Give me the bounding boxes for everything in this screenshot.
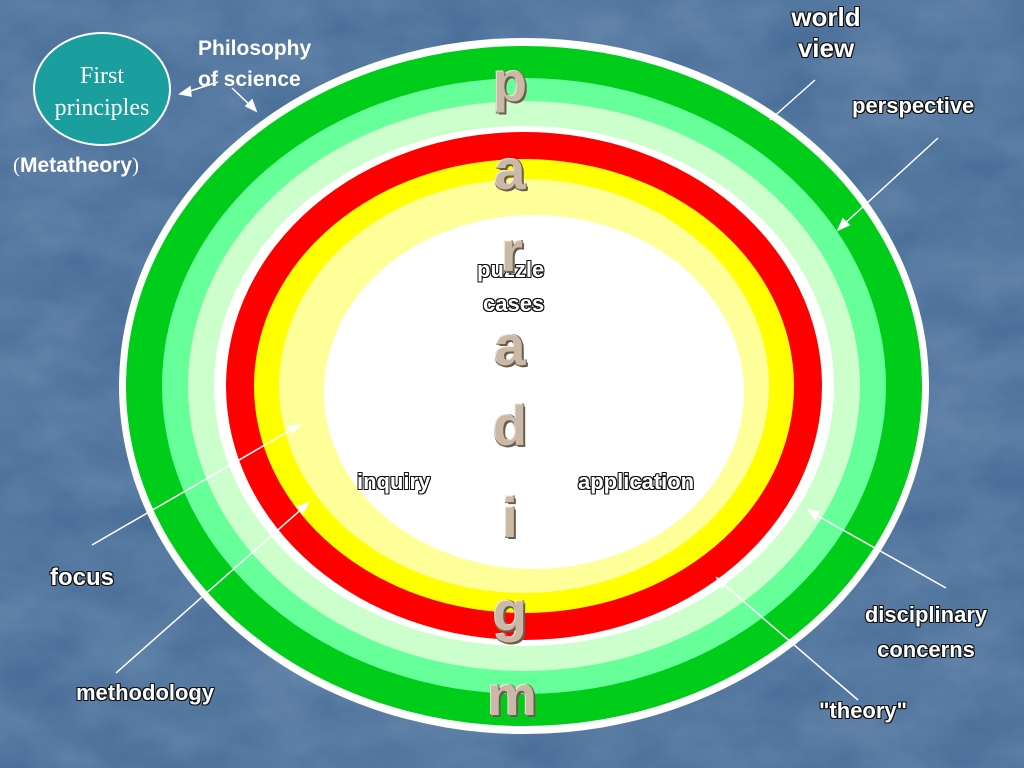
paradigm-letter-i: i [502, 486, 518, 549]
inquiry-label: inquiry [357, 469, 431, 494]
cases-label: cases [483, 291, 545, 316]
metatheory-close-paren: ) [132, 153, 140, 177]
disciplinary-line1: disciplinary [864, 602, 988, 627]
arrow-theory [719, 580, 859, 701]
metatheory-open-paren: ( [13, 153, 20, 177]
paradigm-letter-d: d [492, 394, 528, 457]
line-world-view [769, 79, 816, 121]
disciplinary-concerns-label: disciplinary concerns [856, 597, 996, 667]
focus-label: focus [50, 564, 115, 591]
arrowhead-theory [715, 576, 729, 590]
paradigm-letter-p: p [492, 50, 528, 113]
paradigm-letter-g: g [492, 580, 528, 643]
connector-lines [91, 79, 947, 701]
world-view-line1: world [791, 2, 861, 32]
philosophy-line2: of science [198, 68, 301, 91]
first-principles-line1: First [79, 63, 124, 89]
arrow-methodology [115, 505, 306, 674]
first-principles-line2: principles [54, 95, 150, 121]
arrowhead-methodology [295, 501, 310, 515]
application-label: application [578, 469, 695, 494]
world-view-line2: view [797, 33, 855, 63]
inner-area [324, 215, 744, 569]
methodology-label: methodology [76, 680, 215, 705]
paradigm-letter-m: m [487, 664, 537, 727]
arrowhead-perspective [836, 217, 851, 232]
first-principles-label: First principles [40, 60, 164, 124]
arrow-disciplinary [810, 511, 947, 589]
perspective-label: perspective [852, 93, 975, 118]
arrowhead-disciplinary [806, 508, 821, 521]
arrowhead-first-principles [178, 85, 192, 97]
arrow-perspective [841, 137, 939, 227]
world-view-label: world view [776, 2, 876, 64]
arrowhead-focus [286, 424, 302, 435]
philosophy-line1: Philosophy [198, 37, 312, 60]
paradigm-letter-r: r [501, 220, 523, 283]
philosophy-of-science-label: Philosophy of science [198, 33, 311, 95]
paradigm-letter-a1: a [494, 138, 526, 201]
paradigm-letter-a2: a [494, 314, 526, 377]
metatheory-text: Metatheory [20, 154, 133, 177]
puzzle-label: puzzle [477, 257, 545, 282]
metatheory-label: (Metatheory) [13, 152, 139, 179]
disciplinary-line2: concerns [877, 637, 975, 662]
first-principles-circle [33, 32, 171, 146]
arrow-focus [91, 426, 297, 546]
arrowhead-philosophy-ring [244, 98, 258, 113]
theory-label: "theory" [819, 698, 908, 723]
